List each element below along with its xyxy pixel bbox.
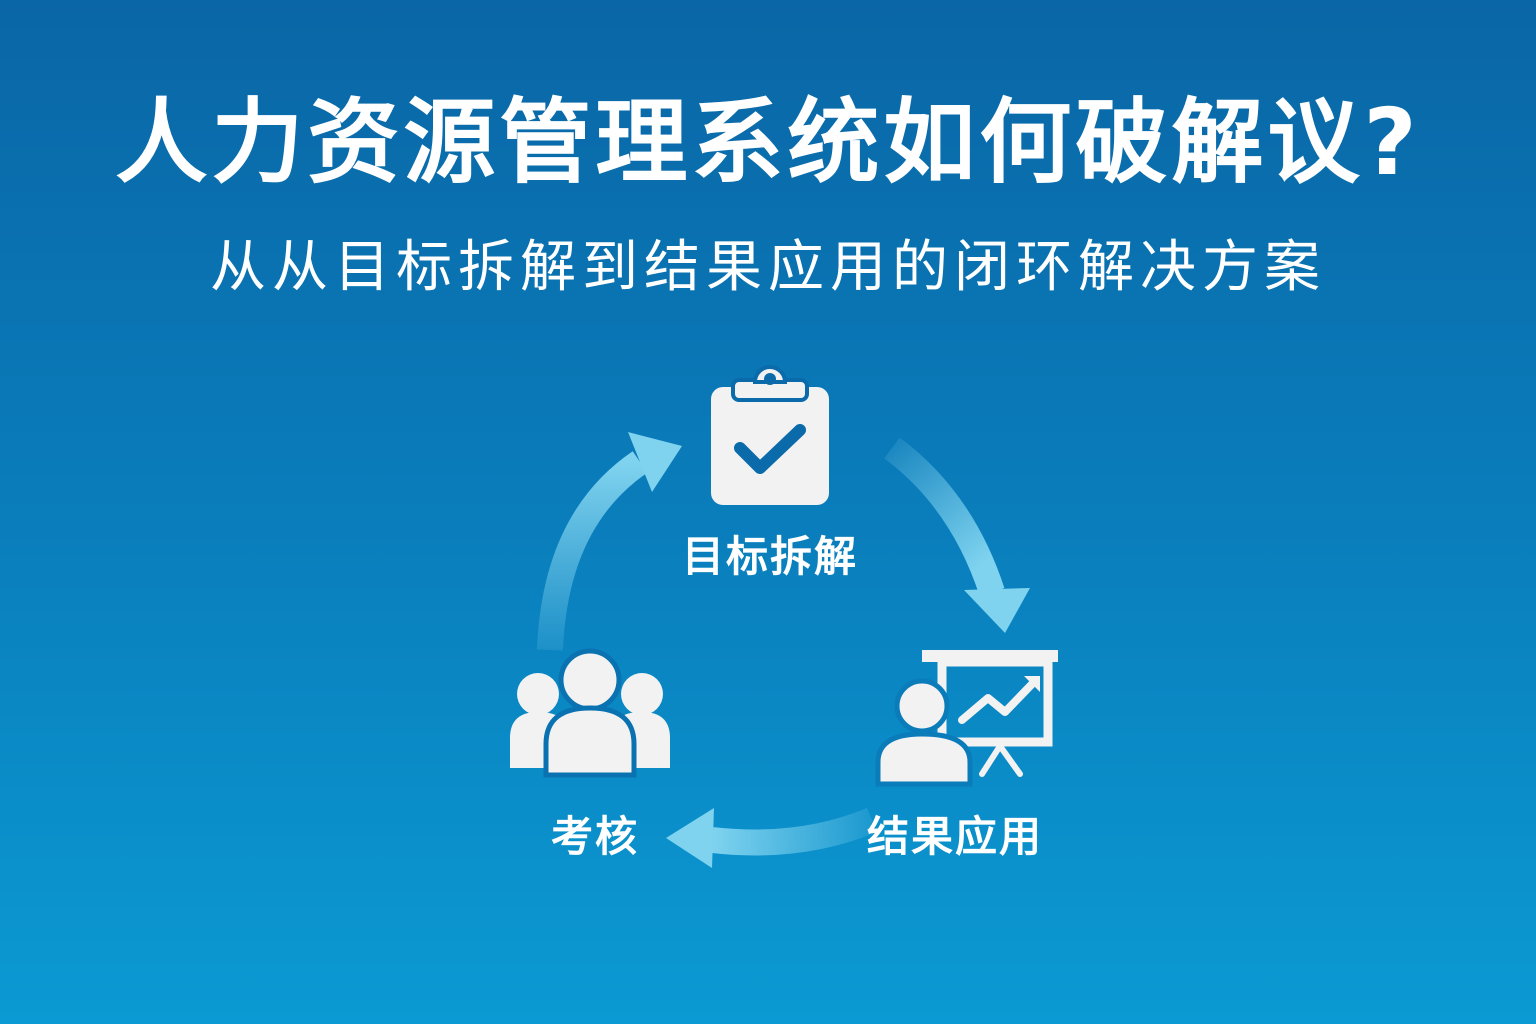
page-subtitle: 从从目标拆解到结果应用的闭环解决方案	[210, 235, 1326, 300]
cycle-arrow-right	[884, 437, 1030, 633]
step-label-assessment: 考核	[550, 812, 639, 861]
cycle-arrow-left	[537, 432, 682, 651]
presentation-chart-icon	[875, 650, 1058, 787]
step-label-result-application: 结果应用	[866, 812, 1043, 861]
clipboard-check-icon	[711, 365, 829, 505]
page-title: 人力资源管理系统如何破解议?	[115, 89, 1421, 196]
team-icon	[510, 648, 670, 778]
step-label-goal-breakdown: 目标拆解	[681, 532, 858, 581]
cycle-arrow-bottom	[666, 807, 877, 868]
